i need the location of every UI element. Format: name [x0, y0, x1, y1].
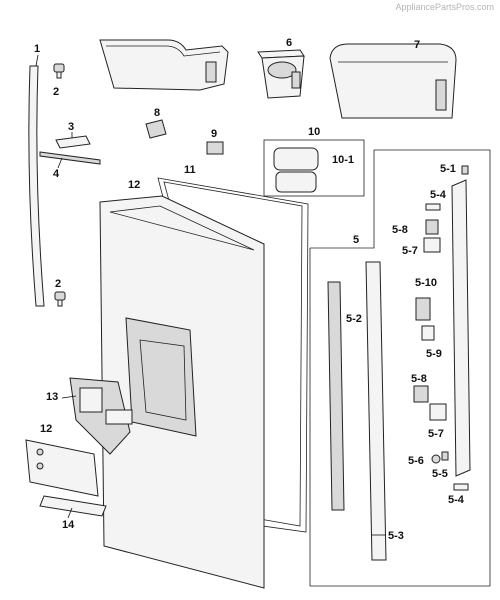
label-2-bottom: 2: [55, 278, 61, 290]
part-5-4-clip-top[interactable]: [425, 203, 441, 211]
part-2-screw-bottom[interactable]: [54, 291, 66, 307]
part-10-box[interactable]: [263, 139, 365, 197]
part-14-bottom-trim[interactable]: [39, 495, 107, 517]
label-14: 14: [62, 519, 75, 531]
label-5-8-top: 5-8: [392, 224, 408, 236]
label-11: 11: [184, 164, 196, 176]
label-9: 9: [211, 128, 217, 140]
part-5-8-top[interactable]: [425, 219, 439, 235]
label-6: 6: [286, 37, 292, 49]
label-7: 7: [414, 39, 420, 51]
label-5-9: 5-9: [426, 348, 442, 360]
label-3: 3: [68, 121, 74, 133]
label-5-6: 5-6: [408, 455, 424, 467]
part-12-door-panel[interactable]: [99, 195, 265, 589]
part-5-7-top[interactable]: [423, 237, 441, 253]
part-5-main-rail[interactable]: [451, 179, 471, 477]
part-2-screw-top[interactable]: [53, 63, 65, 79]
part-5-2-long-rail[interactable]: [327, 261, 387, 561]
part-7-door-bin[interactable]: [329, 43, 457, 119]
label-5-3: 5-3: [388, 530, 404, 542]
part-5-6-screw[interactable]: [431, 454, 441, 464]
part-5-4-clip-bottom[interactable]: [453, 483, 469, 491]
label-1: 1: [34, 43, 40, 55]
label-8: 8: [154, 107, 160, 119]
label-12-plate: 12: [40, 423, 52, 435]
part-5-9-part[interactable]: [421, 325, 435, 341]
label-10-1: 10-1: [332, 154, 354, 166]
part-5-8-bottom[interactable]: [413, 385, 429, 403]
watermark: AppliancePartsPros.com: [395, 2, 494, 12]
label-5: 5: [353, 234, 359, 246]
label-5-7-bottom: 5-7: [428, 428, 444, 440]
part-8-clip[interactable]: [145, 119, 167, 139]
part-5-7-bottom[interactable]: [429, 403, 447, 421]
part-5-5-screw[interactable]: [441, 451, 449, 461]
dispenser-recess: [125, 317, 197, 437]
label-5-10: 5-10: [415, 277, 437, 289]
label-12-door: 12: [128, 179, 140, 191]
label-13: 13: [46, 391, 58, 403]
part-5-assembly-frame: [309, 149, 491, 587]
part-5-1-screw[interactable]: [461, 165, 469, 175]
label-4: 4: [53, 168, 60, 180]
part-12-plate[interactable]: [25, 439, 99, 497]
label-5-5: 5-5: [432, 468, 448, 480]
part-13-dispenser-module[interactable]: [69, 377, 133, 455]
part-1-handle-strip[interactable]: [28, 65, 45, 307]
door-bin-large-curved[interactable]: [99, 39, 229, 91]
part-3-bracket[interactable]: [55, 135, 91, 149]
label-10: 10: [308, 126, 320, 138]
label-5-1: 5-1: [440, 163, 456, 175]
label-5-4-top: 5-4: [430, 189, 447, 201]
label-5-7-top: 5-7: [402, 245, 418, 257]
part-5-10-part[interactable]: [415, 297, 431, 321]
label-2-top: 2: [53, 86, 59, 98]
part-9-block[interactable]: [206, 141, 224, 155]
label-5-4-bottom: 5-4: [448, 494, 465, 506]
label-5-2: 5-2: [346, 313, 362, 325]
part-6-small-door-bin[interactable]: [257, 49, 305, 99]
label-5-8-bottom: 5-8: [411, 373, 427, 385]
part-4-trim-strip[interactable]: [39, 151, 101, 165]
